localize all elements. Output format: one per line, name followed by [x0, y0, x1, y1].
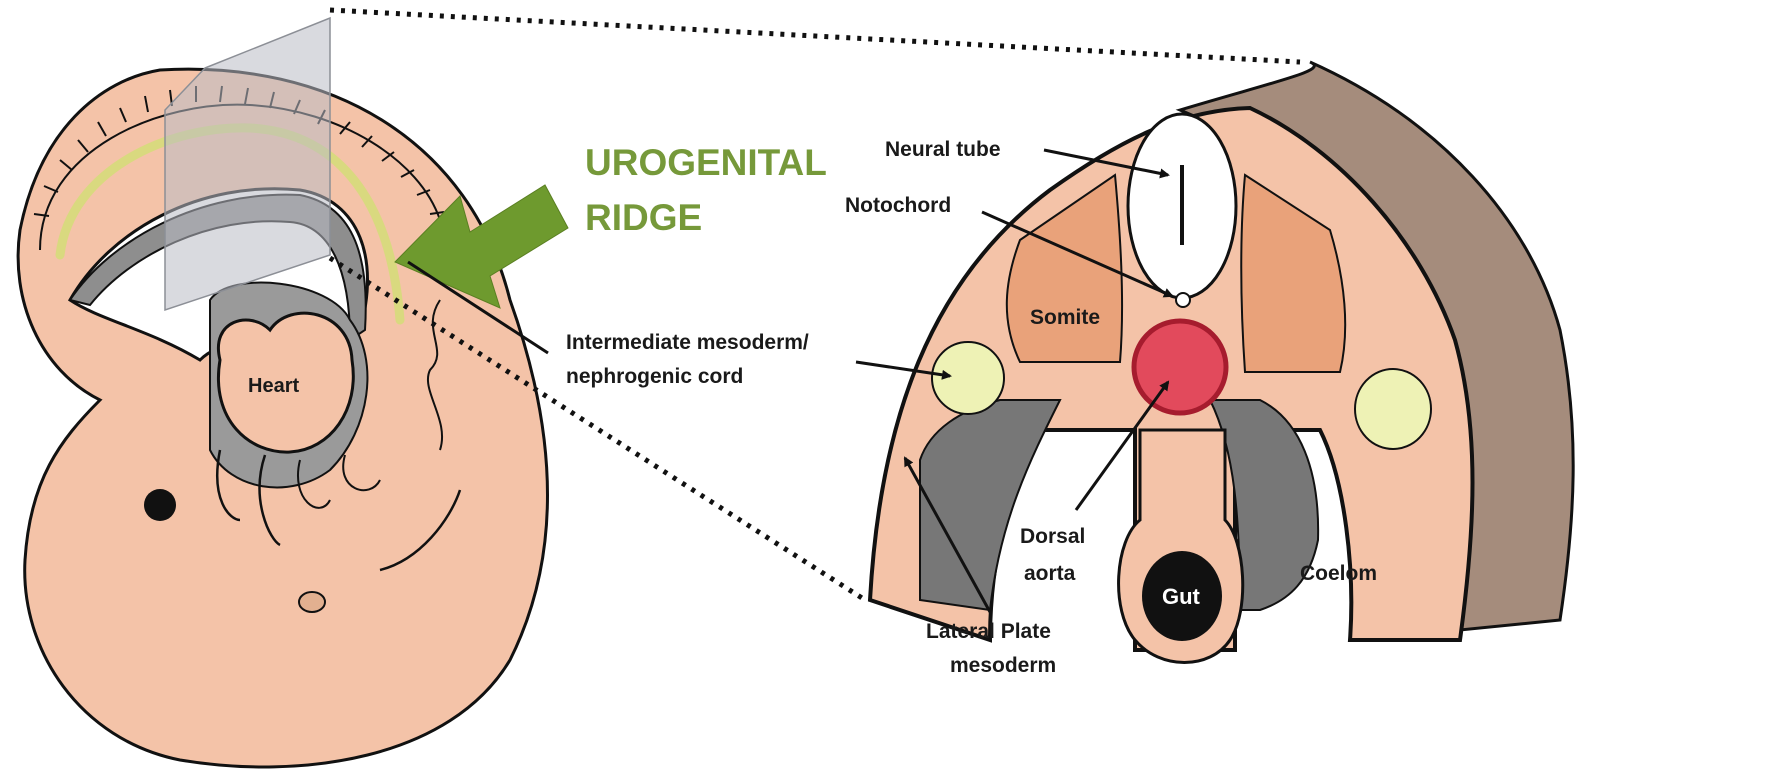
neural-tube-label: Neural tube	[885, 138, 1001, 161]
somite-label: Somite	[1030, 306, 1100, 329]
coelom-label: Coelom	[1300, 562, 1377, 585]
dorsal-aorta-label-line1: Dorsal	[1020, 525, 1085, 548]
callout-line2: RIDGE	[585, 197, 702, 238]
intermediate-label-line2: nephrogenic cord	[566, 365, 743, 388]
heart-label: Heart	[248, 375, 299, 397]
nephrogenic-cord-left	[932, 342, 1004, 414]
nephrogenic-cord-right	[1355, 369, 1431, 449]
eye-spot	[144, 489, 176, 521]
otic-spot	[299, 592, 325, 612]
lateral-plate-label-line1: Lateral Plate	[926, 620, 1051, 643]
callout-line1: UROGENITAL	[585, 142, 827, 183]
notochord	[1176, 293, 1190, 307]
gut-label: Gut	[1162, 584, 1201, 609]
lateral-plate-label-line2: mesoderm	[950, 654, 1056, 677]
notochord-label: Notochord	[845, 194, 951, 217]
intermediate-label-line1: Intermediate mesoderm/	[566, 331, 809, 354]
dorsal-aorta	[1134, 321, 1226, 413]
urogenital-ridge-callout: UROGENITAL RIDGE	[395, 142, 827, 308]
dorsal-aorta-label-line2: aorta	[1024, 562, 1076, 585]
embryo-whole-view: Heart	[18, 18, 547, 767]
